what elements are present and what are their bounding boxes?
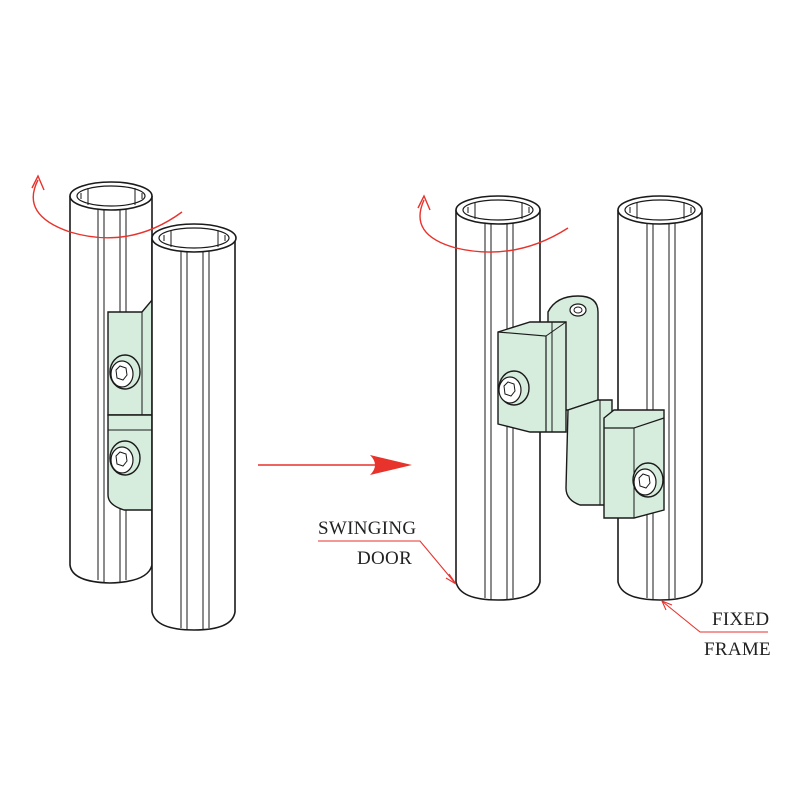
hinge-folded [107,298,153,511]
right-arrow-icon [258,455,412,475]
hex-socket-screw-icon [498,370,530,406]
curved-rotation-arrow-icon [31,174,183,239]
fixed-frame-leader [660,599,768,633]
hex-socket-screw-icon [632,462,664,498]
frame-tube-left [151,223,237,631]
curved-rotation-arrow-icon [417,194,569,253]
door-label: DOOR [357,548,412,569]
fixed-frame-tube [617,195,703,601]
open-hinge-assembly: SWINGING DOOR FIXED FRAME [318,194,771,660]
swinging-door-leader [318,540,457,585]
closed-hinge-assembly [31,174,237,631]
hex-socket-screw-icon [109,354,141,390]
frame-label: FRAME [704,639,771,660]
hinge-leaf-door [497,295,599,433]
hex-socket-screw-icon [109,440,141,476]
fixed-label: FIXED [712,609,769,630]
hinge-leaf-frame [565,399,665,519]
swinging-label: SWINGING [318,518,416,539]
